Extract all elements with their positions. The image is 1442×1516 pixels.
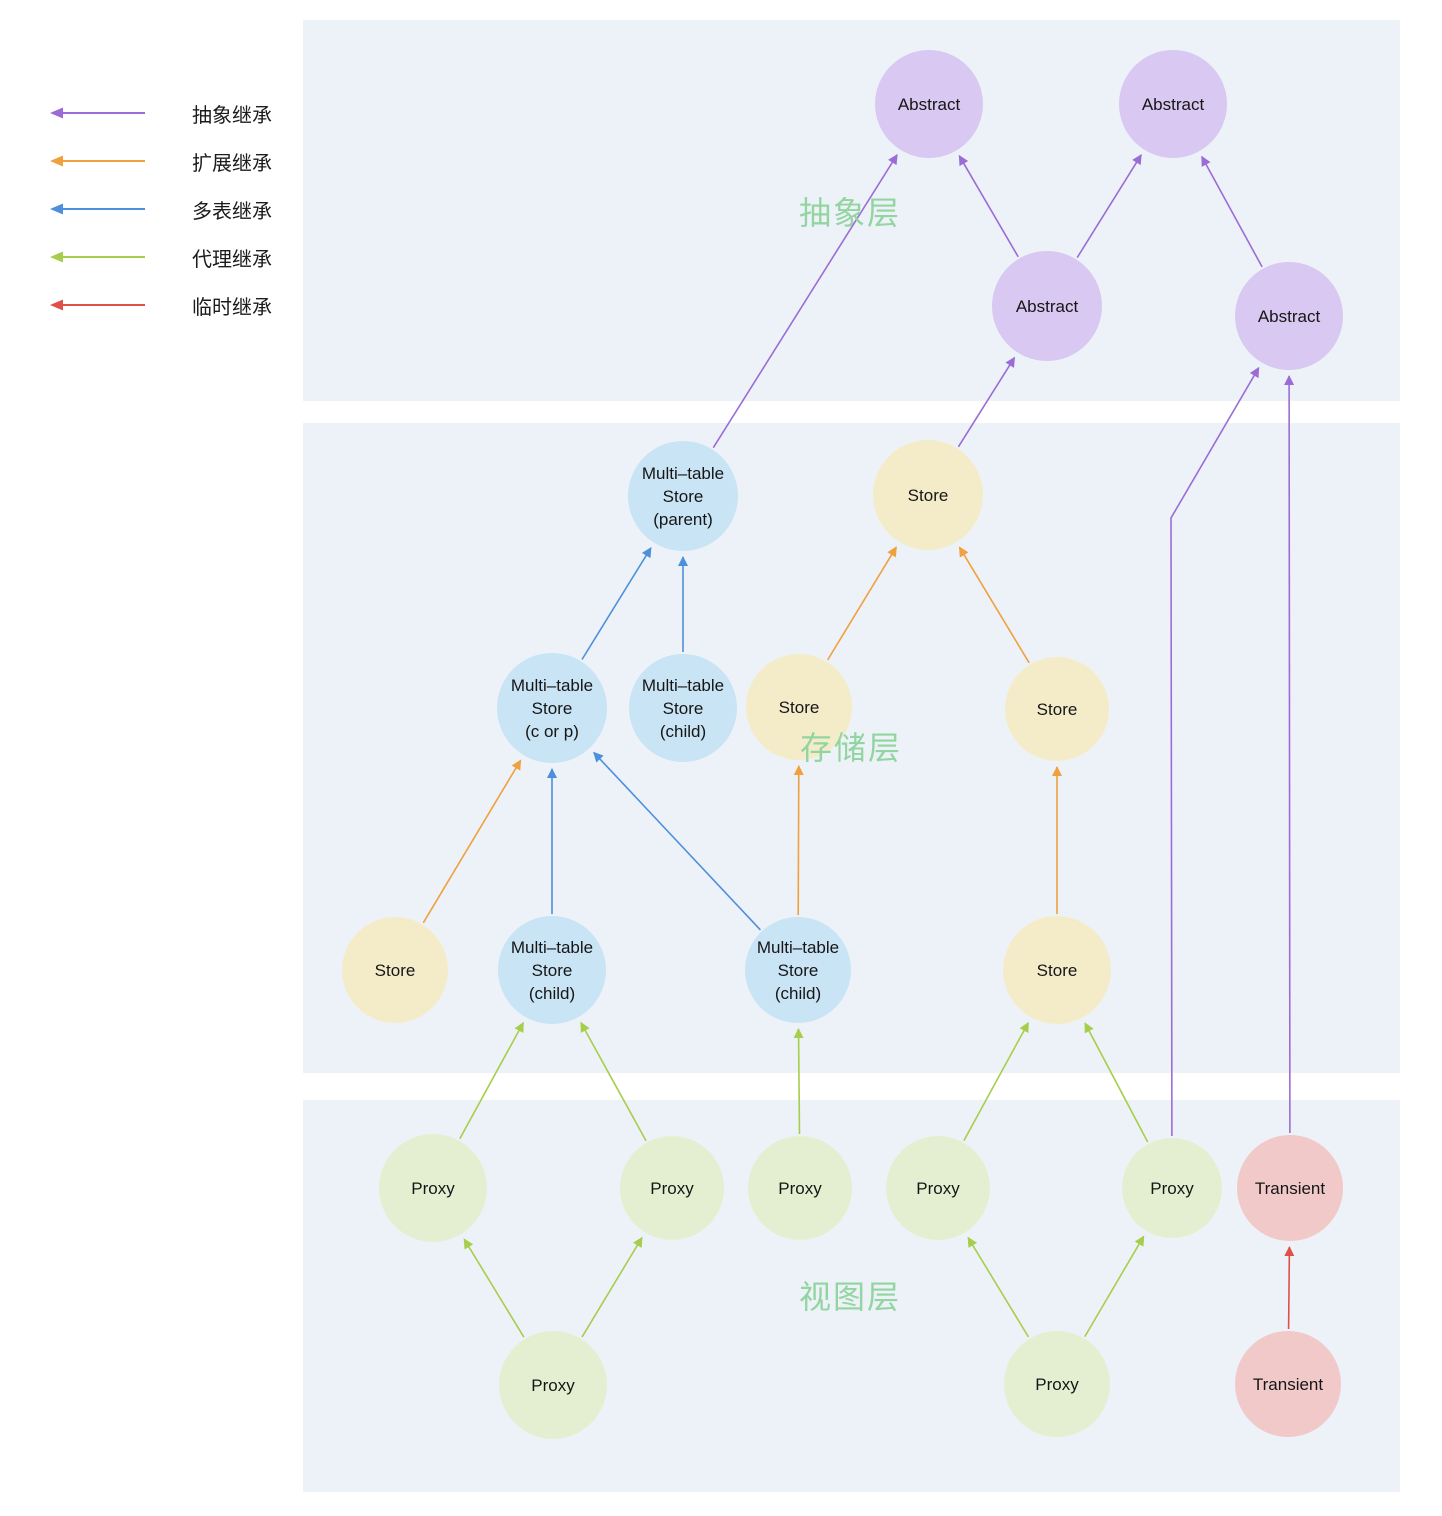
node-label-line: Transient (1252, 1374, 1324, 1394)
layer-label-view-layer: 视图层 (798, 1279, 902, 1315)
node-label-line: Abstract (1257, 306, 1321, 326)
node-label-line: Store (1036, 699, 1078, 719)
node-proxy-6[interactable]: Proxy (499, 1331, 607, 1439)
legend-arrow-proxy-icon (50, 251, 145, 263)
node-store-3[interactable]: Store (1005, 657, 1109, 761)
legend-arrow-multitable-icon (50, 203, 145, 215)
legend-arrow-abstract-icon (50, 107, 145, 119)
legend-item-label: 扩展继承 (192, 152, 272, 175)
node-label-line: (child) (659, 721, 707, 741)
node-label-line: Store (778, 697, 820, 717)
node-store-1[interactable]: Store (873, 440, 983, 550)
node-label-line: Store (531, 960, 573, 980)
layer-label-storage-layer: 存储层 (799, 730, 903, 766)
node-label-line: Abstract (897, 94, 961, 114)
layer-label-abstract-layer: 抽象层 (798, 195, 902, 231)
node-label-line: Store (662, 486, 704, 506)
node-label-line: Transient (1254, 1178, 1326, 1198)
node-label-line: Proxy (1150, 1178, 1194, 1198)
legend-item-label: 代理继承 (192, 248, 272, 271)
legend-item-proxy: 代理继承 (48, 245, 272, 271)
node-label-line: Proxy (778, 1178, 822, 1198)
node-label-line: (c or p) (525, 721, 579, 741)
node-store-2[interactable]: Store (746, 654, 852, 760)
node-abstract-3[interactable]: Abstract (992, 251, 1102, 361)
node-label-line: Multi–table (641, 675, 725, 695)
node-label-line: Multi–table (641, 463, 725, 483)
node-label-line: Proxy (531, 1375, 575, 1395)
node-proxy-7[interactable]: Proxy (1004, 1331, 1110, 1437)
node-label-line: Abstract (1141, 94, 1205, 114)
node-label-line: (child) (528, 983, 576, 1003)
node-label-line: Store (531, 698, 573, 718)
node-label-line: Multi–table (510, 937, 594, 957)
node-label-line: Proxy (411, 1178, 455, 1198)
node-label-line: (child) (774, 983, 822, 1003)
node-proxy-3[interactable]: Proxy (748, 1136, 852, 1240)
legend-item-label: 多表继承 (192, 200, 272, 223)
node-label-line: Store (1036, 960, 1078, 980)
node-store-4[interactable]: Store (342, 917, 448, 1023)
legend-item-label: 临时继承 (192, 296, 272, 319)
legend-item-extension: 扩展继承 (48, 149, 272, 175)
node-store-5[interactable]: Store (1003, 916, 1111, 1024)
node-proxy-5[interactable]: Proxy (1122, 1138, 1222, 1238)
node-proxy-2[interactable]: Proxy (620, 1136, 724, 1240)
node-transient-1[interactable]: Transient (1237, 1135, 1343, 1241)
node-label-line: Proxy (650, 1178, 694, 1198)
legend-item-transient: 临时继承 (48, 293, 272, 319)
legend-item-abstract: 抽象继承 (48, 101, 272, 127)
node-label-line: Store (374, 960, 416, 980)
node-label-line: Multi–table (510, 675, 594, 695)
node-abstract-2[interactable]: Abstract (1119, 50, 1227, 158)
node-label-line: Store (662, 698, 704, 718)
node-label-line: Store (777, 960, 819, 980)
legend-arrow-extension-icon (50, 155, 145, 167)
node-label-line: Proxy (916, 1178, 960, 1198)
node-label-line: Abstract (1015, 296, 1079, 316)
node-label-line: (parent) (653, 509, 713, 529)
legend-arrow-transient-icon (50, 299, 145, 311)
node-label-line: Multi–table (756, 937, 840, 957)
legend: 抽象继承扩展继承多表继承代理继承临时继承 (48, 101, 272, 341)
node-transient-2[interactable]: Transient (1235, 1331, 1341, 1437)
legend-item-multitable: 多表继承 (48, 197, 272, 223)
node-abstract-4[interactable]: Abstract (1235, 262, 1343, 370)
legend-item-label: 抽象继承 (192, 104, 272, 127)
node-proxy-1[interactable]: Proxy (379, 1134, 487, 1242)
node-abstract-1[interactable]: Abstract (875, 50, 983, 158)
node-label-line: Store (907, 485, 949, 505)
node-proxy-4[interactable]: Proxy (886, 1136, 990, 1240)
node-label-line: Proxy (1035, 1374, 1079, 1394)
